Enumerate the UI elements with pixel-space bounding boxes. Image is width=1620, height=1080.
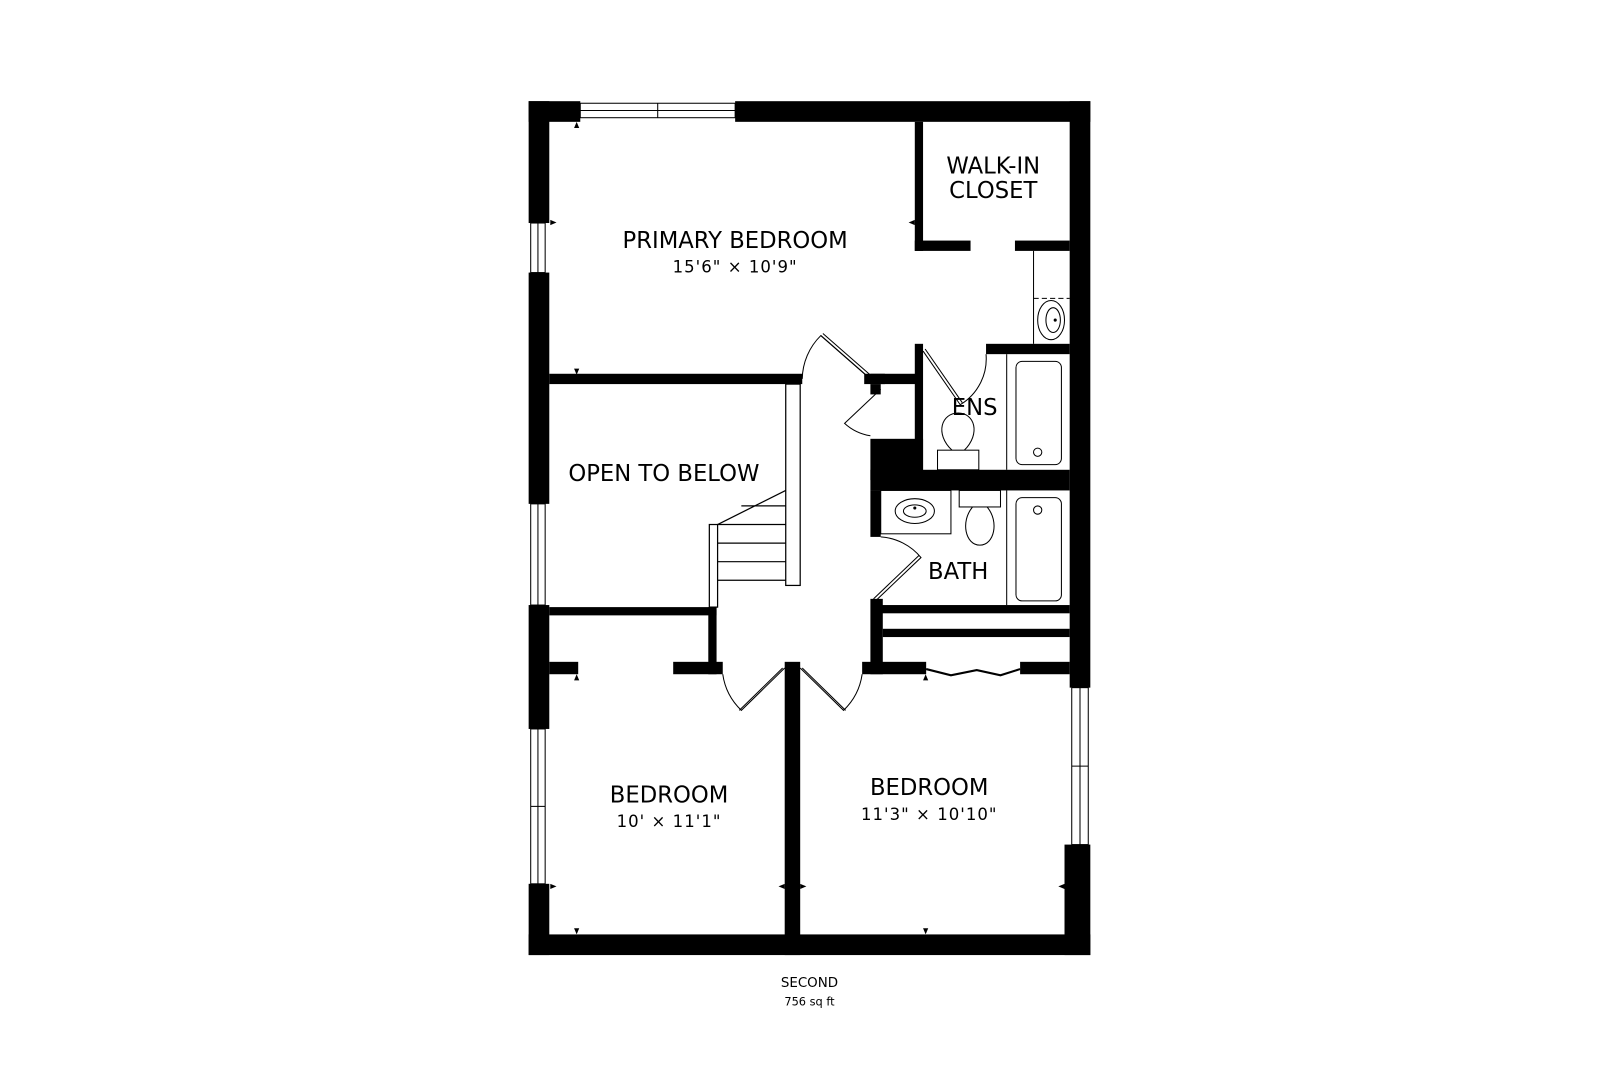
- toilet-icon: [958, 489, 1002, 546]
- room-label: CLOSET: [949, 178, 1037, 204]
- room-primary-bedroom: PRIMARY BEDROOM 15'6" × 10'9": [623, 228, 848, 277]
- toilet-icon: [936, 412, 980, 471]
- room-ensuite: ENS: [952, 395, 998, 421]
- room-label: OPEN TO BELOW: [568, 461, 759, 487]
- exterior-walls: [528, 101, 1091, 956]
- interior-walls: [549, 121, 1070, 956]
- room-label: WALK-IN: [946, 153, 1040, 179]
- measurement-ticks: [550, 121, 1065, 935]
- room-bath: BATH: [928, 559, 988, 585]
- fixtures: [880, 250, 1070, 606]
- sink-icon: [880, 489, 952, 535]
- room-dimensions: 15'6" × 10'9": [673, 258, 798, 277]
- stairs: [708, 383, 801, 608]
- room-label: ENS: [952, 395, 998, 421]
- room-open-to-below: OPEN TO BELOW: [568, 461, 759, 487]
- room-dimensions: 10' × 11'1": [617, 812, 722, 831]
- doors: [722, 333, 1021, 712]
- room-walk-in-closet: WALK-IN CLOSET: [946, 153, 1040, 204]
- room-bedroom-right: BEDROOM 11'3" × 10'10": [861, 775, 998, 824]
- sink-icon: [1037, 299, 1066, 341]
- floor-area: 756 sq ft: [784, 995, 835, 1009]
- room-label: BEDROOM: [870, 775, 989, 801]
- room-label: BEDROOM: [610, 782, 729, 808]
- floor-name: SECOND: [781, 976, 838, 991]
- floor-caption: SECOND 756 sq ft: [781, 976, 838, 1009]
- bathtub-icon: [1015, 360, 1062, 466]
- room-label: BATH: [928, 559, 988, 585]
- bathtub-icon: [1015, 497, 1062, 602]
- room-label: PRIMARY BEDROOM: [623, 228, 848, 254]
- room-dimensions: 11'3" × 10'10": [861, 805, 998, 824]
- room-bedroom-left: BEDROOM 10' × 11'1": [610, 782, 729, 831]
